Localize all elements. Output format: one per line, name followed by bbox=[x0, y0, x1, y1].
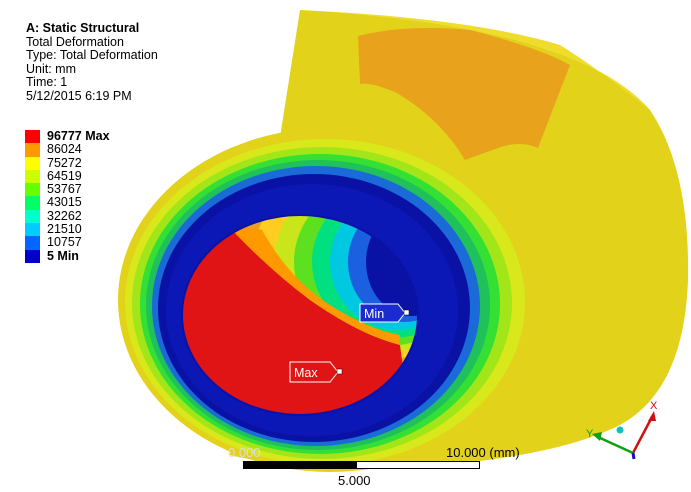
legend-value-label: 10757 bbox=[47, 235, 82, 250]
legend-value-label: 96777 Max bbox=[47, 129, 110, 143]
scale-end-label: 10.000 (mm) bbox=[446, 445, 520, 460]
legend-value-label: 64519 bbox=[47, 168, 82, 183]
legend-value-label: 43015 bbox=[47, 195, 82, 210]
scale-mid-label: 5.000 bbox=[338, 473, 371, 488]
scale-bar-light-segment bbox=[356, 461, 480, 469]
legend-color-swatch bbox=[25, 236, 40, 250]
coordinate-triad[interactable]: X Y bbox=[578, 395, 668, 465]
ansys-brand: ANSYS R14.5 bbox=[595, 9, 676, 47]
legend-color-swatch bbox=[25, 143, 40, 157]
legend-color-swatch bbox=[25, 196, 40, 210]
x-axis-label: X bbox=[650, 400, 658, 412]
legend-value-label: 53767 bbox=[47, 182, 82, 197]
legend-color-swatch bbox=[25, 223, 40, 237]
max-probe[interactable] bbox=[289, 361, 343, 383]
scale-start-label: 0.000 bbox=[228, 445, 261, 460]
legend-value-label: 21510 bbox=[47, 222, 82, 237]
min-probe[interactable] bbox=[359, 303, 410, 323]
result-type: Type: Total Deformation bbox=[26, 48, 158, 63]
result-name: Total Deformation bbox=[26, 34, 124, 49]
legend-color-swatch bbox=[25, 249, 40, 263]
legend-color-swatch bbox=[25, 156, 40, 170]
outer-patch-top bbox=[358, 28, 570, 160]
min-probe-label: Min bbox=[364, 307, 384, 321]
result-time: Time: 1 bbox=[26, 75, 68, 90]
x-axis-arrow bbox=[631, 416, 654, 454]
result-unit: Unit: mm bbox=[26, 61, 76, 76]
z-axis-arrow bbox=[631, 452, 636, 460]
result-timestamp: 5/12/2015 6:19 PM bbox=[26, 88, 132, 103]
triad-iso-ball[interactable] bbox=[616, 426, 624, 434]
legend-value-label: 5 Min bbox=[47, 248, 79, 263]
analysis-title: A: Static Structural bbox=[26, 21, 140, 35]
legend-color-swatch bbox=[25, 169, 40, 184]
legend-color-swatch bbox=[25, 209, 40, 224]
scale-bar bbox=[243, 461, 480, 471]
legend-value-label: 32262 bbox=[47, 208, 82, 223]
max-probe-label: Max bbox=[294, 366, 318, 380]
legend-value-label: 86024 bbox=[47, 142, 82, 157]
legend-value-label: 75272 bbox=[47, 155, 82, 170]
version-label: R14.5 bbox=[646, 34, 676, 46]
legend-color-swatch bbox=[25, 130, 40, 144]
result-info: A: Static Structural Total Deformation T… bbox=[26, 21, 158, 104]
legend-color-swatch bbox=[25, 183, 40, 197]
y-axis-label: Y bbox=[586, 428, 594, 440]
y-axis-arrow bbox=[597, 435, 634, 455]
scale-bar-dark-segment bbox=[243, 461, 356, 469]
ansys-logo: ANSYS bbox=[595, 9, 676, 34]
